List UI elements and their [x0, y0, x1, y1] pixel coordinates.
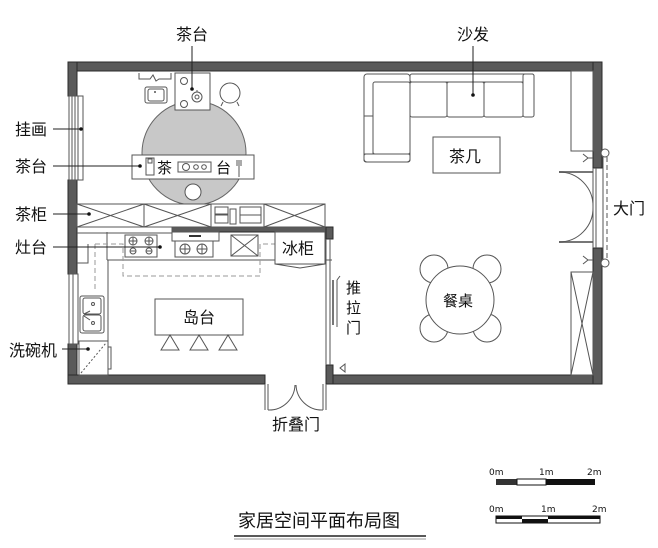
label-coffee-table: 茶几 — [449, 147, 481, 166]
svg-text:1m: 1m — [539, 468, 554, 478]
painting-window — [68, 95, 84, 181]
kitchen — [77, 227, 346, 376]
scale-bar-1: 0m 1m 2m — [489, 468, 602, 486]
label-sofa: 沙发 — [457, 25, 489, 44]
label-dishwasher: 洗碗机 — [9, 341, 57, 360]
svg-text:0m: 0m — [489, 468, 504, 478]
svg-text:2m: 2m — [592, 505, 607, 515]
scale-bar-2: 0m 1m 2m — [489, 505, 607, 524]
svg-text:0m: 0m — [489, 505, 504, 515]
tea-cabinet — [76, 203, 326, 228]
label-main-door: 大门 — [613, 199, 645, 218]
label-island: 岛台 — [183, 308, 215, 327]
label-tea-table-top: 茶台 — [176, 25, 208, 44]
label-painting: 挂画 — [15, 120, 47, 139]
leader-lines — [53, 46, 475, 351]
label-folding-door: 折叠门 — [272, 415, 320, 434]
living-area — [363, 70, 610, 376]
label-dining-table: 餐桌 — [443, 292, 473, 310]
tea-counter-char2: 台 — [216, 159, 231, 177]
label-tea-table-left: 茶台 — [15, 157, 47, 176]
label-sliding-door-3: 门 — [346, 319, 361, 337]
page-title: 家居空间平面布局图 — [238, 511, 400, 532]
folding-door — [264, 384, 327, 411]
label-freezer: 冰柜 — [282, 239, 314, 258]
svg-text:2m: 2m — [587, 468, 602, 478]
tea-area — [131, 72, 255, 206]
left-window-lower — [68, 273, 79, 345]
label-sliding-door-2: 拉 — [346, 299, 361, 317]
svg-text:1m: 1m — [541, 505, 556, 515]
label-sliding-door-1: 推 — [346, 279, 361, 297]
label-tea-cabinet: 茶柜 — [15, 205, 47, 224]
tea-counter-char1: 茶 — [157, 159, 172, 177]
label-stove: 灶台 — [15, 238, 47, 257]
